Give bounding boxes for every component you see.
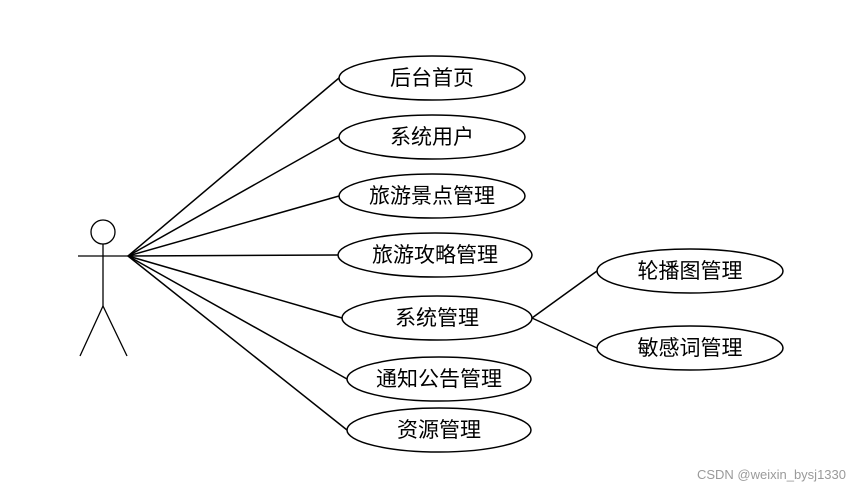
association-line-scenic-spot-management (127, 195, 340, 257)
use-case-notice-management: 通知公告管理 (346, 356, 532, 402)
use-case-backend-home: 后台首页 (338, 55, 526, 101)
association-line-carousel-management (531, 270, 598, 319)
association-line-backend-home (127, 77, 340, 257)
use-case-ellipse (346, 407, 532, 453)
use-case-ellipse (337, 232, 533, 278)
use-case-label: 系统用户 (390, 125, 474, 149)
association-line-notice-management (127, 255, 348, 380)
association-line-sensitive-word-management (531, 317, 598, 349)
use-case-ellipse (596, 248, 784, 294)
actor-head (90, 219, 116, 245)
use-case-ellipse (346, 356, 532, 402)
association-line-resource-management (127, 255, 348, 431)
use-case-system-management: 系统管理 (341, 295, 533, 341)
use-case-label: 旅游攻略管理 (372, 243, 498, 267)
actor-left-leg (79, 305, 104, 357)
association-line-travel-guide-management (127, 254, 339, 257)
use-case-travel-guide-management: 旅游攻略管理 (337, 232, 533, 278)
use-case-label: 通知公告管理 (376, 367, 502, 391)
watermark: CSDN @weixin_bysj1330 (696, 467, 846, 482)
association-line-system-users (127, 136, 340, 257)
use-case-resource-management: 资源管理 (346, 407, 532, 453)
use-case-label: 旅游景点管理 (369, 184, 495, 208)
use-case-ellipse (596, 325, 784, 371)
use-case-ellipse (341, 295, 533, 341)
use-case-label: 资源管理 (397, 418, 481, 442)
use-case-label: 后台首页 (390, 66, 474, 90)
association-lines (127, 77, 598, 431)
use-case-ellipse (338, 114, 526, 160)
use-case-sensitive-word-management: 敏感词管理 (596, 325, 784, 371)
use-case-label: 轮播图管理 (638, 259, 743, 283)
actor-right-leg (102, 305, 128, 357)
use-case-label: 系统管理 (395, 306, 479, 330)
use-case-system-users: 系统用户 (338, 114, 526, 160)
use-case-ellipse (338, 173, 526, 219)
use-case-carousel-management: 轮播图管理 (596, 248, 784, 294)
use-case-scenic-spot-management: 旅游景点管理 (338, 173, 526, 219)
actor (78, 219, 128, 357)
use-case-ellipse (338, 55, 526, 101)
use-case-label: 敏感词管理 (638, 336, 743, 360)
association-line-system-management (127, 255, 343, 319)
